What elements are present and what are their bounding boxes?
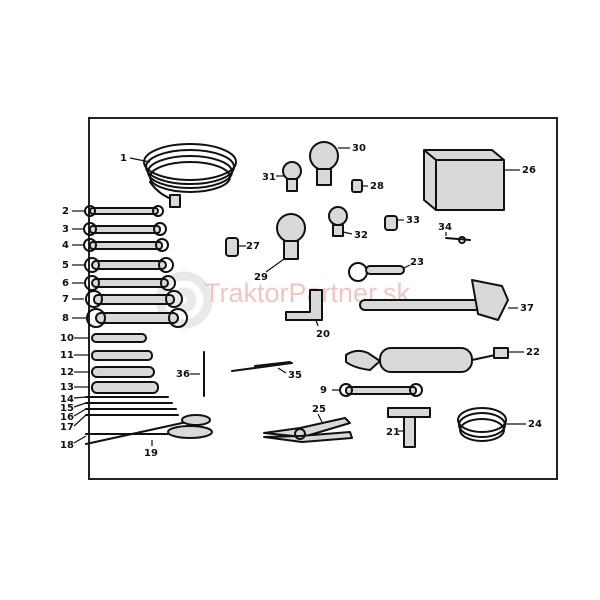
- ring-spanner-illustration: [348, 262, 405, 282]
- screwdriver-illustration: [85, 414, 213, 445]
- box-spanner-13: [91, 381, 159, 394]
- callout-16: 16: [60, 412, 74, 423]
- callout-24: 24: [528, 419, 542, 430]
- coiled-wire-illustration: [457, 407, 507, 442]
- callout-6: 6: [62, 278, 69, 289]
- callout-34: 34: [438, 222, 452, 233]
- bulb-27-illustration: [225, 237, 239, 257]
- callout-31: 31: [262, 172, 276, 183]
- wrench-2: [84, 205, 164, 217]
- callout-35: 35: [288, 370, 302, 381]
- callout-7: 7: [62, 294, 69, 305]
- callout-12: 12: [60, 367, 74, 378]
- callout-33: 33: [406, 215, 420, 226]
- callout-30: 30: [352, 143, 366, 154]
- callout-21: 21: [386, 427, 400, 438]
- callout-11: 11: [60, 350, 74, 361]
- callout-1: 1: [120, 153, 127, 164]
- callout-13: 13: [60, 382, 74, 393]
- callout-10: 10: [60, 333, 74, 344]
- callout-3: 3: [62, 224, 69, 235]
- grease-gun-illustration: [345, 347, 509, 373]
- callout-labels: 1 2 3 4 5 6 7 8 10 11 12 13 14 15 16 17 …: [60, 143, 542, 459]
- callout-37: 37: [520, 303, 534, 314]
- callout-29: 29: [254, 272, 268, 283]
- box-spanner-11: [91, 350, 153, 361]
- callout-19: 19: [144, 448, 158, 459]
- callout-28: 28: [370, 181, 384, 192]
- callout-14: 14: [60, 394, 74, 405]
- callout-15: 15: [60, 403, 74, 414]
- box-spanner-set-illustration: [91, 333, 159, 394]
- callout-18: 18: [60, 440, 74, 451]
- watermark: TraktorPartner.sk: [155, 271, 411, 329]
- callout-36: 36: [176, 369, 190, 380]
- bulb-31-illustration: [282, 161, 302, 192]
- l-spanner-illustration: [285, 289, 323, 321]
- bulb-30-illustration: [309, 141, 339, 186]
- callout-22: 22: [526, 347, 540, 358]
- wrench-5: [84, 257, 174, 273]
- rod-set-illustration: [85, 396, 179, 416]
- hammer-illustration: [359, 279, 509, 321]
- wrench-3: [83, 222, 167, 236]
- socket-28-illustration: [351, 179, 363, 193]
- tool-bag-illustration: [423, 149, 505, 211]
- bulb-29-illustration: [276, 213, 306, 260]
- box-spanner-10: [91, 333, 147, 343]
- callout-4: 4: [62, 240, 69, 251]
- fuse-illustration: [384, 215, 398, 231]
- callout-2: 2: [62, 206, 69, 217]
- watermark-gear-hub-icon: [171, 287, 197, 313]
- clip-illustration: [445, 236, 471, 244]
- wrench-6: [84, 275, 176, 291]
- scriber-illustration: [231, 361, 293, 372]
- callout-32: 32: [354, 230, 368, 241]
- t-handle-wrench-illustration: [387, 407, 431, 448]
- callout-27: 27: [246, 241, 260, 252]
- callout-8: 8: [62, 313, 69, 324]
- callout-25: 25: [312, 404, 326, 415]
- wrench-8: [86, 308, 188, 328]
- wrench-7: [85, 290, 183, 308]
- callout-17: 17: [60, 422, 74, 433]
- diagram-frame: [88, 117, 558, 480]
- callout-9: 9: [320, 385, 327, 396]
- wrench-9: [339, 383, 423, 397]
- wrench-set-illustration: [83, 205, 188, 328]
- callout-26: 26: [522, 165, 536, 176]
- box-spanner-12: [91, 366, 155, 378]
- pliers-illustration: [263, 417, 353, 443]
- coiled-hose-illustration: [143, 143, 237, 208]
- wrench-4: [83, 238, 169, 252]
- callout-23: 23: [410, 257, 424, 268]
- bulb-32-illustration: [328, 206, 348, 237]
- callout-5: 5: [62, 260, 69, 271]
- callout-20: 20: [316, 329, 330, 340]
